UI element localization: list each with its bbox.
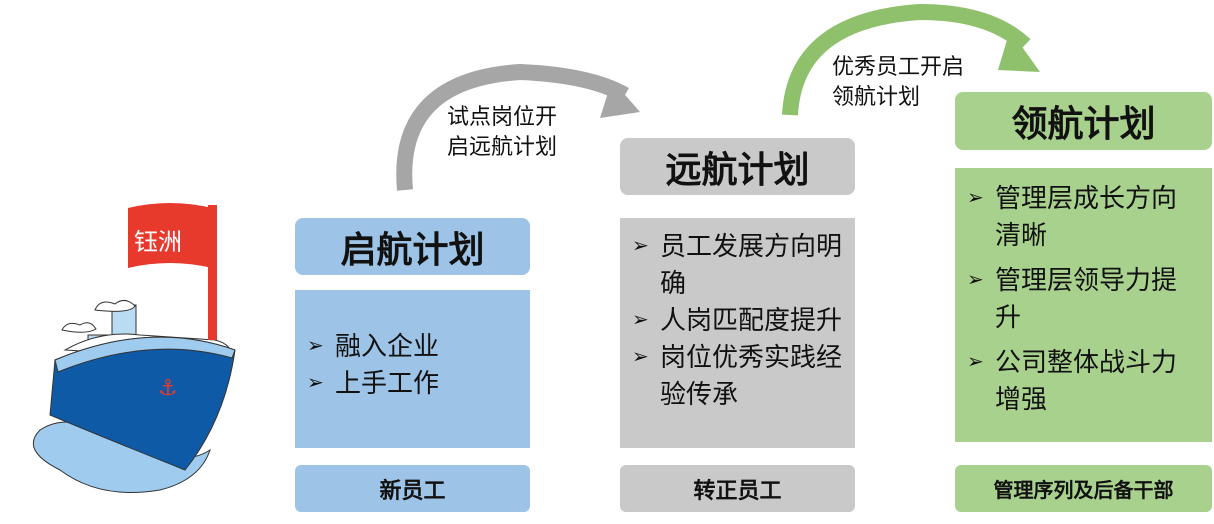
gray-curved-arrow <box>396 63 629 191</box>
arrow-bullet-icon: ➢ <box>967 351 984 373</box>
arrow-bullet-icon: ➢ <box>307 372 324 394</box>
arrow-bullet-icon: ➢ <box>632 309 649 331</box>
stage-body-qihang: ➢ 融入企业 ➢ 上手工作 <box>295 290 530 448</box>
label-line: 领航计划 <box>832 84 921 109</box>
arrow-bullet-icon: ➢ <box>632 346 649 368</box>
green-arrowhead <box>998 30 1040 72</box>
stage-audience-linghang: 管理序列及后备干部 <box>955 465 1212 512</box>
list-item: 人岗匹配度提升 <box>660 305 843 335</box>
stage-audience-yuanhang: 转正员工 <box>620 465 855 512</box>
arrow-bullet-icon: ➢ <box>967 187 984 209</box>
arrow-bullet-icon: ➢ <box>307 335 324 357</box>
list-item: 融入企业 <box>335 331 440 361</box>
list-item: 上手工作 <box>335 368 440 398</box>
list-item: 管理层成长方向清晰 <box>995 183 1178 250</box>
list-item: 公司整体战斗力增强 <box>995 347 1178 414</box>
flag-text: 钰洲 <box>134 229 182 256</box>
label-line: 优秀员工开启 <box>832 54 965 79</box>
list-item: 管理层领导力提升 <box>995 265 1178 332</box>
stage-title-qihang: 启航计划 <box>295 218 530 275</box>
anchor-icon: ⚓ <box>158 375 178 400</box>
arrow-bullet-icon: ➢ <box>967 269 984 291</box>
arrow-label-2: 优秀员工开启 领航计划 <box>832 52 964 112</box>
ship-illustration: ⚓ <box>32 300 236 493</box>
label-line: 启远航计划 <box>447 134 558 159</box>
arrow-bullet-icon: ➢ <box>632 235 649 257</box>
stage-body-yuanhang: ➢ 员工发展方向明确 ➢ 人岗匹配度提升 ➢ 岗位优秀实践经验传承 <box>620 218 855 448</box>
list-item: 岗位优秀实践经验传承 <box>660 342 843 409</box>
arrow-label-1: 试点岗位开 启远航计划 <box>447 102 557 162</box>
label-line: 试点岗位开 <box>447 104 558 129</box>
green-curved-arrow <box>782 3 1031 116</box>
list-item: 员工发展方向明确 <box>660 231 843 298</box>
gray-arrowhead <box>600 80 640 118</box>
flag <box>128 203 212 268</box>
flag-pole <box>208 205 217 340</box>
stage-audience-qihang: 新员工 <box>295 465 530 512</box>
stage-body-linghang: ➢ 管理层成长方向清晰 ➢ 管理层领导力提升 ➢ 公司整体战斗力增强 <box>955 168 1212 442</box>
stage-title-linghang: 领航计划 <box>955 92 1212 150</box>
stage-title-yuanhang: 远航计划 <box>620 138 855 195</box>
